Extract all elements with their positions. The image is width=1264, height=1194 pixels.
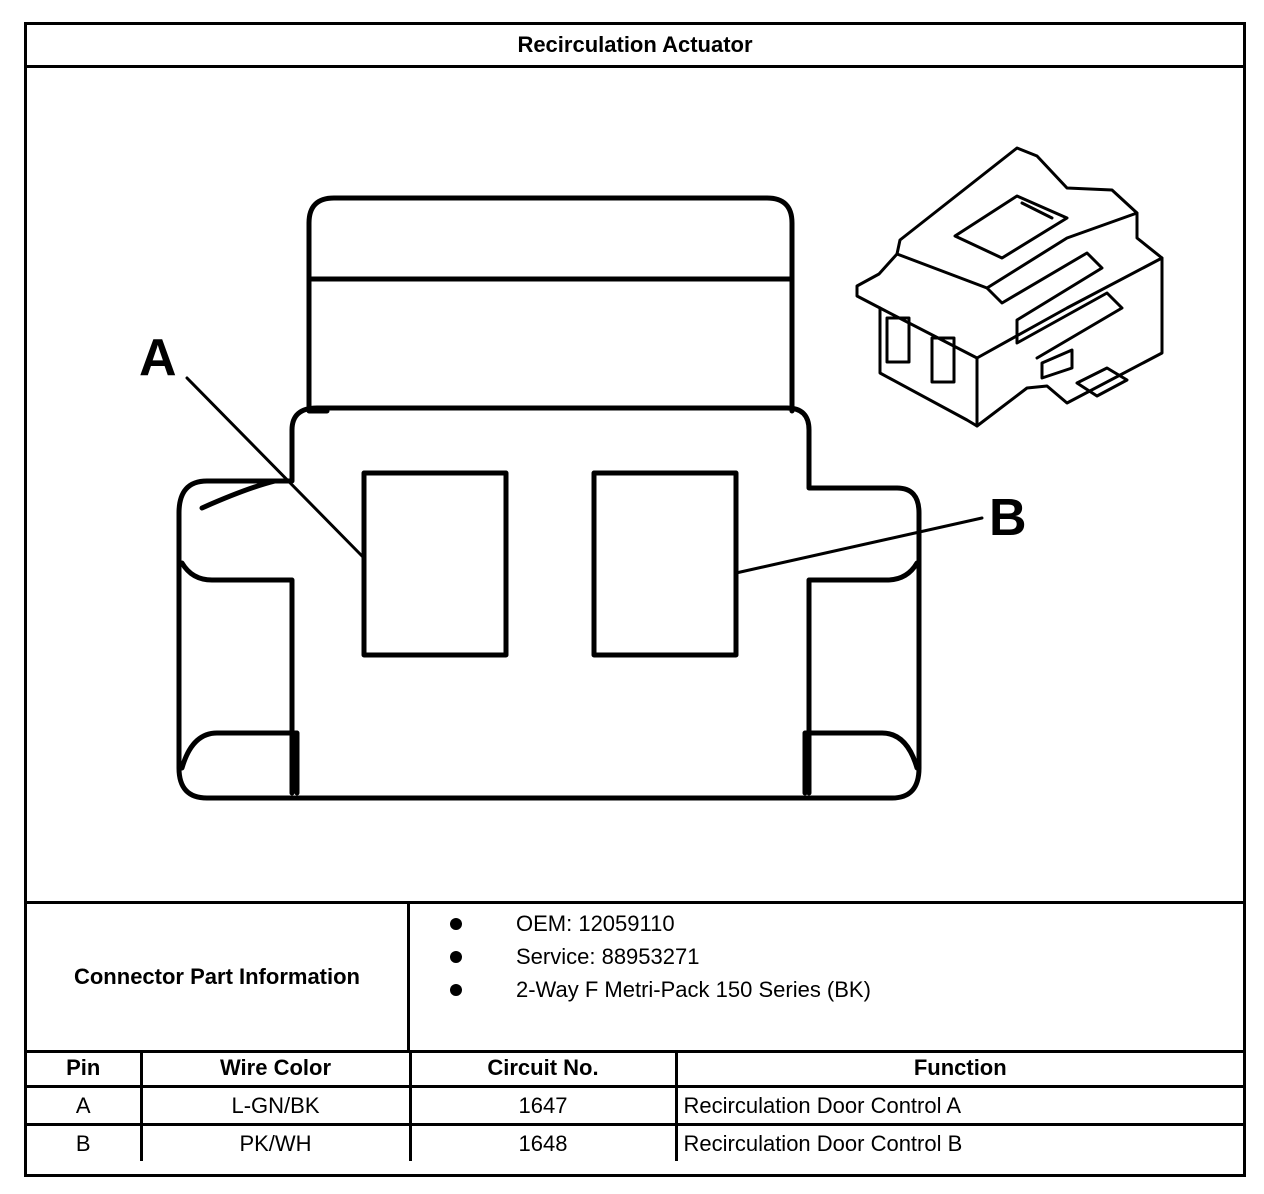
header-wire-color: Wire Color bbox=[139, 1050, 412, 1088]
left-ear-bottom bbox=[179, 730, 300, 796]
cell-circuit-no: 1648 bbox=[408, 1123, 678, 1161]
callout-a-leader bbox=[185, 376, 366, 560]
pin-table: Pin Wire Color Circuit No. Function A L-… bbox=[27, 1050, 1243, 1161]
left-latch-upper bbox=[199, 478, 278, 511]
cell-wire-color: PK/WH bbox=[139, 1123, 412, 1161]
connector-info-list: OEM: 12059110 Service: 88953271 2-Way F … bbox=[410, 904, 1243, 1050]
info-item-service: Service: 88953271 bbox=[410, 942, 1243, 972]
connector-iso-view bbox=[855, 146, 1164, 428]
header-circuit-no: Circuit No. bbox=[408, 1050, 678, 1088]
cell-function: Recirculation Door Control B bbox=[674, 1123, 1243, 1161]
bullet-icon bbox=[450, 951, 462, 963]
bullet-icon bbox=[450, 918, 462, 930]
connector-sheet: Recirculation Actuator A B bbox=[24, 22, 1246, 1177]
table-row: B PK/WH 1648 Recirculation Door Control … bbox=[27, 1123, 1243, 1161]
connector-info-label: Connector Part Information bbox=[27, 904, 410, 1050]
info-item-description: 2-Way F Metri-Pack 150 Series (BK) bbox=[410, 975, 1243, 1005]
connector-top-housing bbox=[306, 195, 795, 414]
connector-body-outline bbox=[176, 405, 922, 801]
pin-table-header: Pin Wire Color Circuit No. Function bbox=[27, 1050, 1243, 1088]
bullet-icon bbox=[450, 984, 462, 996]
cell-function: Recirculation Door Control A bbox=[674, 1085, 1243, 1126]
callout-a-label: A bbox=[139, 329, 177, 387]
connector-diagram: A B bbox=[139, 146, 1164, 801]
cell-pin: A bbox=[27, 1085, 143, 1126]
callout-b-label: B bbox=[989, 489, 1027, 547]
connector-info-row: Connector Part Information OEM: 12059110… bbox=[27, 901, 1243, 1053]
connector-figure: A B bbox=[27, 68, 1243, 903]
cavity-b bbox=[591, 470, 739, 658]
info-item-oem: OEM: 12059110 bbox=[410, 909, 1243, 939]
table-row: A L-GN/BK 1647 Recirculation Door Contro… bbox=[27, 1085, 1243, 1126]
cell-pin: B bbox=[27, 1123, 143, 1161]
header-pin: Pin bbox=[27, 1050, 143, 1088]
cell-circuit-no: 1647 bbox=[408, 1085, 678, 1126]
right-ear-top bbox=[806, 560, 920, 796]
left-ear-top bbox=[179, 560, 295, 796]
page-title: Recirculation Actuator bbox=[27, 25, 1243, 68]
cavity-a bbox=[361, 470, 509, 658]
callout-b-leader bbox=[734, 516, 984, 575]
right-ear-bottom bbox=[802, 730, 920, 796]
header-function: Function bbox=[674, 1050, 1243, 1088]
cell-wire-color: L-GN/BK bbox=[139, 1085, 412, 1126]
